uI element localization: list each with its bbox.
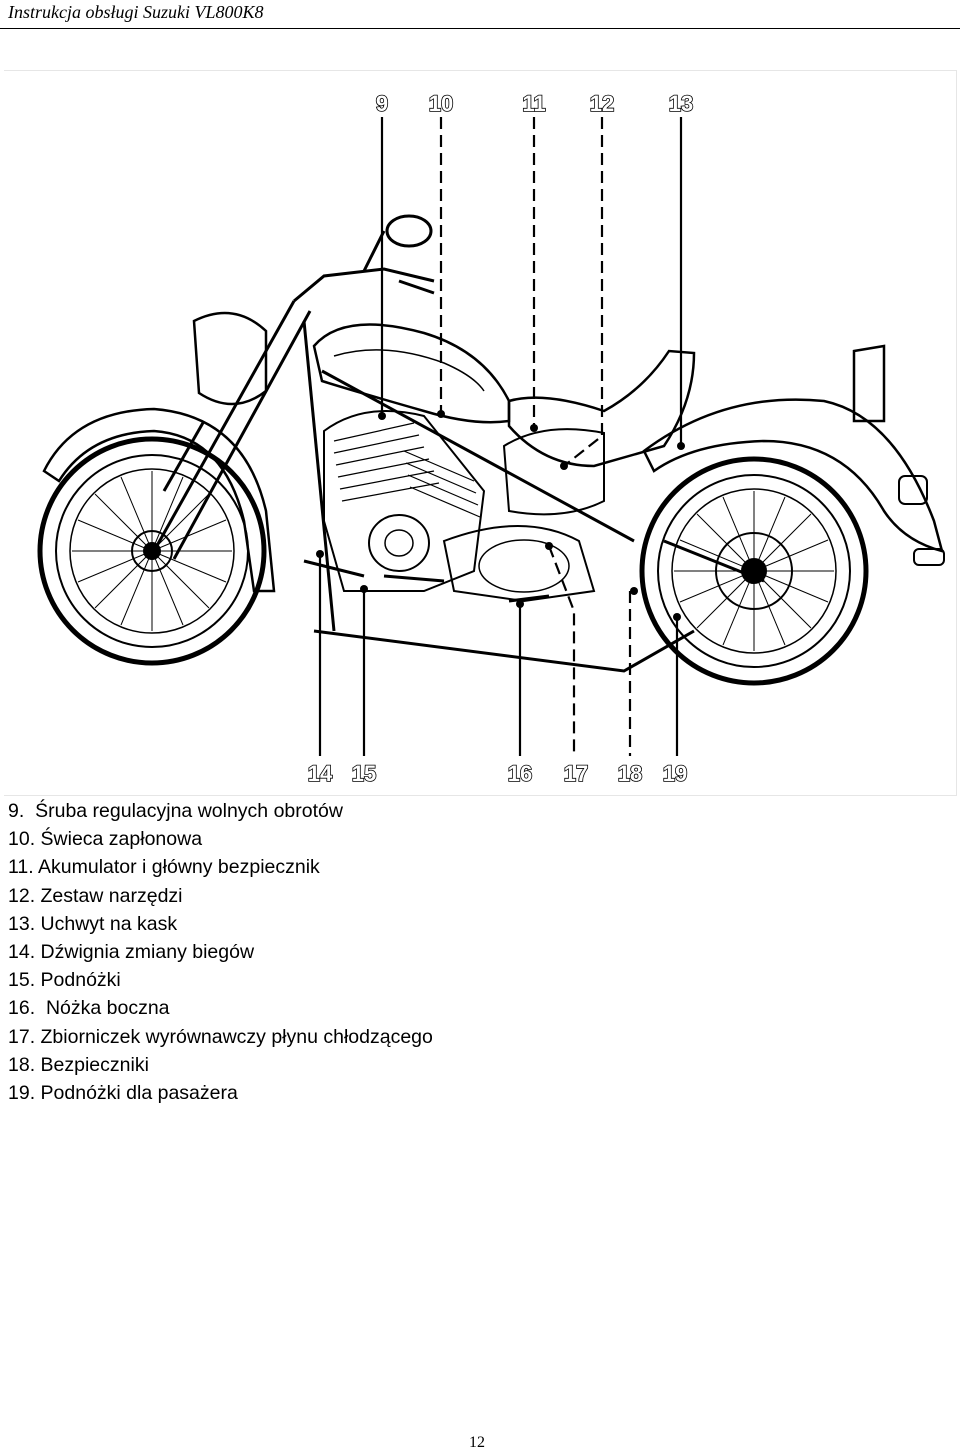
legend-item: 17. Zbiorniczek wyrównawczy płynu chłodz… (8, 1025, 433, 1048)
motorcycle-illustration: 9 10 11 12 13 14 15 16 17 18 19 (37, 90, 945, 787)
callout-15: 15 (352, 761, 376, 786)
fuel-tank (312, 323, 511, 424)
seat (507, 349, 696, 468)
front-wheel (37, 436, 267, 666)
legend-item: 12. Zestaw narzędzi (8, 884, 183, 907)
page-number: 12 (469, 1434, 485, 1451)
legend-item: 16. Nóżka boczna (8, 997, 170, 1020)
frame (302, 320, 765, 673)
handlebar-and-mirror (293, 214, 435, 303)
callout-9: 9 (376, 91, 388, 116)
legend-item: 10. Świeca zapłonowa (8, 828, 203, 851)
legend-item: 11. Akumulator i główny bezpiecznik (8, 856, 320, 879)
callout-19: 19 (663, 761, 687, 786)
rear-fender (642, 398, 944, 553)
front-fender (42, 407, 276, 593)
document-header-title: Instrukcja obsługi Suzuki VL800K8 (8, 2, 264, 22)
side-cover (502, 428, 605, 516)
headlight (192, 311, 268, 406)
legend-item: 14. Dźwignia zmiany biegów (8, 941, 255, 964)
legend-item: 18. Bezpieczniki (8, 1053, 149, 1076)
callout-14: 14 (308, 761, 333, 786)
callout-11: 11 (522, 91, 545, 116)
callout-16: 16 (508, 761, 532, 786)
leader-line-12 (563, 117, 604, 467)
front-fork (152, 300, 312, 560)
callout-13: 13 (669, 91, 693, 116)
callout-10: 10 (429, 91, 453, 116)
leader-line-17 (547, 545, 576, 756)
legend-item: 9. Śruba regulacyjna wolnych obrotów (8, 800, 343, 822)
legend-item: 13. Uchwyt na kask (8, 912, 178, 935)
legend-item: 19. Podnóżki dla pasażera (8, 1082, 238, 1105)
engine (323, 410, 596, 603)
legend-item: 15. Podnóżki (8, 969, 121, 992)
callout-12: 12 (590, 91, 614, 116)
header-rule (0, 28, 960, 29)
rear-wheel (639, 456, 869, 686)
backrest (852, 344, 886, 423)
callout-18: 18 (618, 761, 642, 786)
callout-17: 17 (564, 761, 588, 786)
parts-legend: 9. Śruba regulacyjna wolnych obrotów 10.… (8, 797, 433, 1107)
motorcycle-diagram: 9 10 11 12 13 14 15 16 17 18 19 (4, 70, 957, 796)
